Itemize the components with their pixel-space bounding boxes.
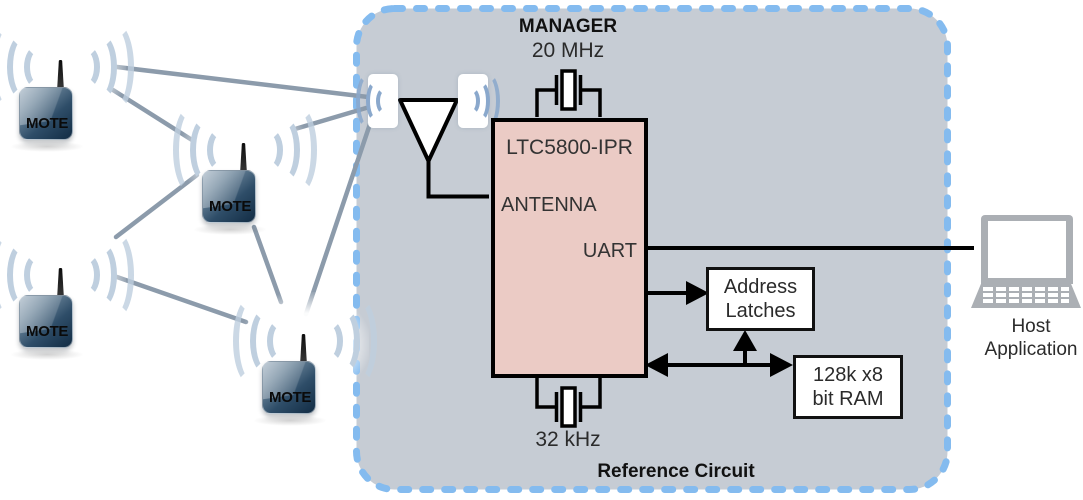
radio-waves-icon bbox=[72, 23, 134, 111]
link-mote3-mote4 bbox=[114, 274, 249, 325]
link-mote4-antenna bbox=[303, 121, 373, 317]
mote-antenna-icon bbox=[300, 334, 307, 364]
address-latches-line2: Latches bbox=[725, 300, 796, 322]
mote-body: MOTE bbox=[19, 87, 73, 140]
mote-body: MOTE bbox=[262, 361, 316, 414]
mote-body: MOTE bbox=[202, 170, 256, 223]
radio-waves-icon bbox=[458, 73, 500, 129]
mote-node: MOTE bbox=[233, 292, 377, 426]
mote-antenna-icon bbox=[57, 268, 64, 298]
radio-waves-icon bbox=[6, 28, 52, 106]
antenna-feed-line bbox=[426, 159, 489, 199]
pin-antenna-label: ANTENNA bbox=[501, 194, 597, 216]
crystal-32khz-label: 32 kHz bbox=[535, 428, 601, 451]
address-latches-block: Address Latches bbox=[706, 267, 815, 331]
manager-title: MANAGER bbox=[518, 16, 618, 37]
laptop-screen bbox=[988, 221, 1066, 278]
ram-block: 128k x8 bit RAM bbox=[793, 355, 903, 419]
arrow-to-latches bbox=[645, 281, 709, 305]
ram-line1: 128k x8 bbox=[812, 363, 884, 386]
antenna-icon bbox=[398, 98, 459, 163]
mote-node: MOTE bbox=[0, 226, 134, 360]
mote-shadow bbox=[193, 224, 267, 235]
mote-shadow bbox=[10, 349, 84, 360]
panel-title: Reference Circuit bbox=[597, 461, 755, 482]
pin-uart-label: UART bbox=[582, 240, 637, 262]
radio-waves-icon bbox=[233, 297, 295, 385]
mote-body: MOTE bbox=[19, 295, 73, 348]
mote-label: MOTE bbox=[209, 198, 252, 215]
radio-waves-icon bbox=[315, 297, 377, 385]
host-label-line2: Application bbox=[984, 339, 1078, 361]
radio-waves-icon bbox=[255, 106, 317, 194]
chip-name: LTC5800-IPR bbox=[506, 136, 633, 159]
mote-label: MOTE bbox=[269, 389, 312, 406]
radio-waves-icon bbox=[173, 106, 235, 194]
crystal-32khz-icon bbox=[535, 378, 602, 428]
mote-node: MOTE bbox=[173, 101, 317, 235]
mote-shadow bbox=[253, 415, 327, 426]
mote-label: MOTE bbox=[26, 115, 69, 132]
radio-waves-icon bbox=[6, 236, 52, 314]
laptop-keys bbox=[983, 287, 1069, 304]
address-latches-line1: Address bbox=[723, 275, 798, 298]
laptop-icon bbox=[981, 215, 1073, 284]
mote-node: MOTE bbox=[0, 18, 134, 152]
mote-shadow bbox=[10, 141, 84, 152]
link-mote1-antenna bbox=[114, 64, 371, 100]
ram-line2: bit RAM bbox=[812, 388, 884, 410]
radio-waves-icon bbox=[72, 231, 134, 319]
laptop-keyboard bbox=[971, 284, 1081, 308]
host-application-label: Host Application bbox=[950, 315, 1083, 361]
crystal-20mhz-label: 20 MHz bbox=[531, 39, 605, 62]
mote-label: MOTE bbox=[26, 323, 69, 340]
mote-antenna-icon bbox=[57, 60, 64, 90]
radio-waves-icon bbox=[356, 73, 398, 129]
host-label-line1: Host bbox=[1011, 316, 1051, 337]
crystal-20mhz-icon bbox=[535, 69, 602, 117]
memory-bus-arrows bbox=[645, 330, 793, 377]
mote-antenna-icon bbox=[240, 143, 247, 173]
ltc5800-chip-block: LTC5800-IPR ANTENNA UART bbox=[491, 118, 648, 378]
link-mote2-mote4 bbox=[251, 224, 284, 305]
